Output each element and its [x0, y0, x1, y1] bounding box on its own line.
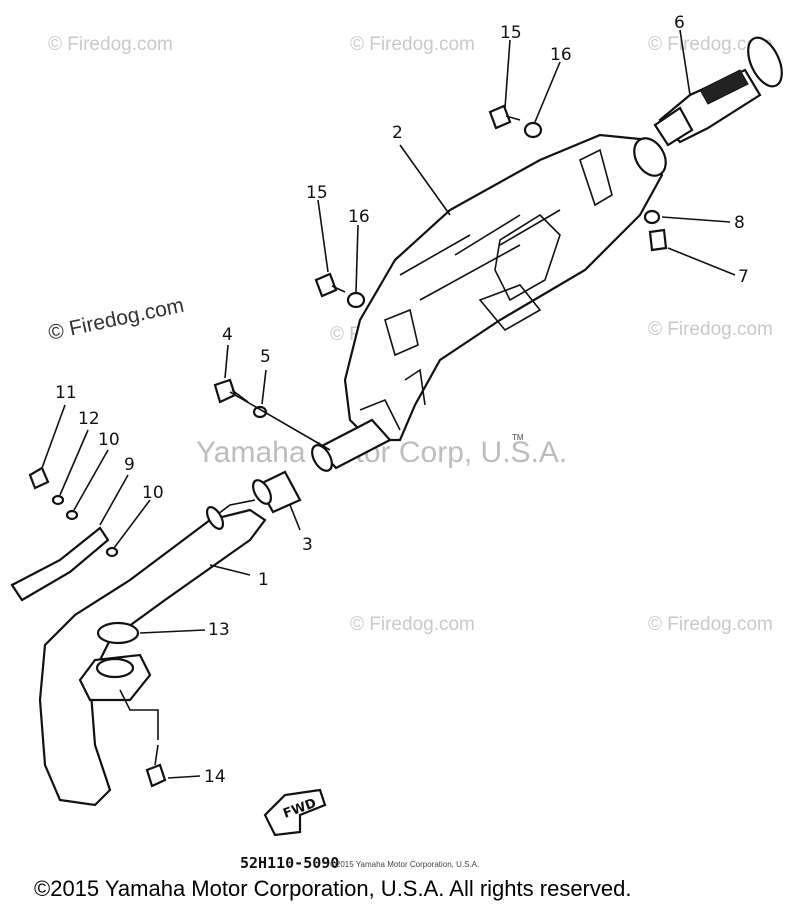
protector-part-9: [10, 526, 110, 602]
copyright: ©2015 Yamaha Motor Corporation, U.S.A. A…: [34, 876, 631, 901]
watermark-brand: © Firedog.com: [48, 34, 173, 55]
callout-7: 7: [738, 267, 749, 287]
callout-numbers: 1 2 3 4 5 6 7 8 9 10 10 11 12 13 14 15 1…: [55, 13, 749, 787]
muffler-part-2: [343, 133, 667, 442]
callout-11: 11: [55, 383, 77, 403]
washer-part-10: [65, 509, 79, 521]
callout-15: 15: [306, 183, 328, 203]
callout-5: 5: [260, 347, 271, 367]
callout-2: 2: [392, 123, 403, 143]
bolt-part-15: [488, 104, 512, 130]
watermark-brand: © Firedog.com: [648, 614, 773, 635]
leader-lines: [41, 29, 736, 779]
watermark-tm: TM: [512, 433, 524, 442]
callout-10: 10: [98, 430, 120, 450]
hardware: [28, 104, 668, 788]
washer-part-16: [346, 291, 366, 309]
washer-part-10: [105, 546, 119, 558]
callout-4: 4: [222, 325, 233, 345]
watermark-brand: © Firedog.com: [350, 614, 475, 635]
callout-3: 3: [302, 535, 313, 555]
muffler-inlet: [311, 418, 392, 472]
washer-part-16: [523, 121, 543, 139]
bolt-part-15: [314, 272, 338, 298]
callout-16: 16: [550, 45, 572, 65]
small-copyright: ©2015 Yamaha Motor Corporation, U.S.A.: [330, 860, 479, 869]
watermark-brand: © Firedog.com: [350, 34, 475, 55]
gasket-part-13: [78, 621, 152, 702]
joint-part-3: [252, 470, 302, 514]
bolt-part-7: [648, 228, 668, 252]
callout-1: 1: [258, 570, 269, 590]
washer-part-12: [51, 494, 65, 506]
fwd-arrow: FWD: [263, 788, 327, 837]
callout-14: 14: [204, 767, 226, 787]
tail-pipe-part-6: [653, 36, 783, 147]
diagram-code: 52H110-5090: [240, 854, 339, 872]
exhaust-pipe-part-1: [38, 499, 267, 807]
callout-6: 6: [674, 13, 685, 33]
callout-16: 16: [348, 207, 370, 227]
watermark-brand-dark: © Firedog.com: [46, 294, 186, 345]
callout-10: 10: [142, 483, 164, 503]
callout-9: 9: [124, 455, 135, 475]
watermark-brand: © Firedog.com: [648, 319, 773, 340]
bolt-part-11: [28, 466, 50, 490]
callout-8: 8: [734, 213, 745, 233]
bolt-part-14: [145, 763, 167, 788]
callout-12: 12: [78, 409, 100, 429]
washer-part-8: [643, 209, 661, 225]
callout-15: 15: [500, 23, 522, 43]
watermark-brand: © Firedog.com: [648, 34, 773, 55]
callout-13: 13: [208, 620, 230, 640]
